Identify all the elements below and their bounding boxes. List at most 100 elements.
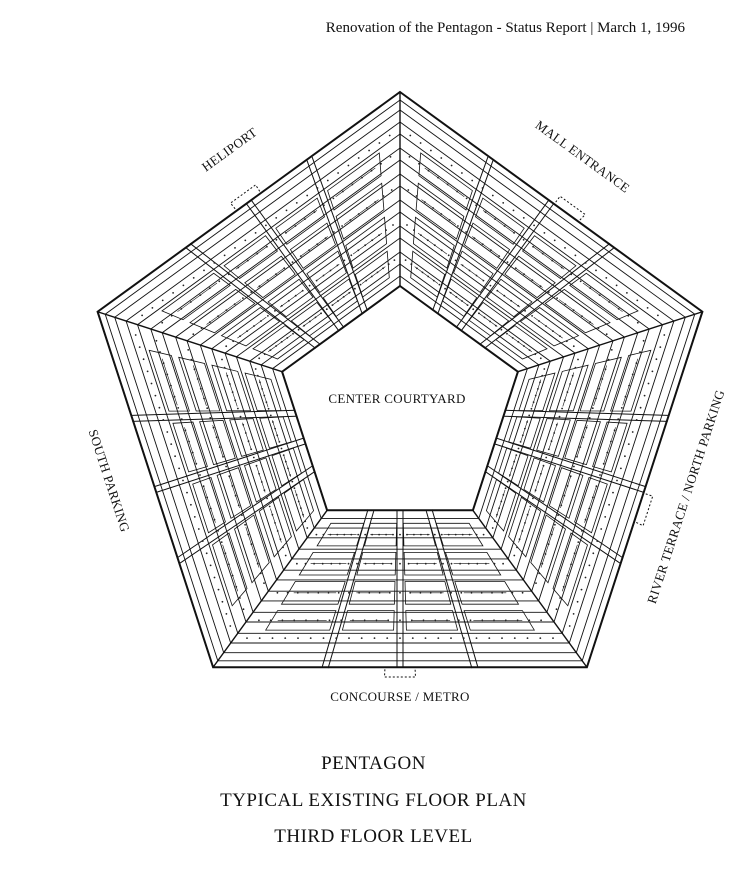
column-dot	[559, 597, 561, 599]
column-dot	[209, 507, 212, 510]
column-dot	[592, 552, 595, 555]
column-dot	[275, 238, 278, 241]
column-dot	[258, 472, 260, 475]
column-dot	[537, 388, 539, 390]
column-dot	[306, 194, 309, 197]
column-dot	[162, 419, 165, 421]
radial-corridor	[327, 511, 375, 669]
column-dot	[190, 358, 193, 361]
column-dot	[283, 267, 286, 269]
column-dot	[173, 395, 176, 398]
column-dot	[484, 211, 487, 214]
column-dot	[646, 307, 649, 309]
column-dot	[212, 426, 215, 429]
column-dot	[602, 462, 605, 465]
column-dot	[242, 608, 245, 611]
column-dot	[566, 391, 569, 393]
column-dot	[503, 294, 506, 297]
light-well	[518, 508, 530, 543]
column-dot	[438, 283, 441, 286]
column-dot	[502, 562, 504, 565]
column-dot	[582, 436, 585, 439]
office-block	[267, 278, 314, 318]
column-dot	[158, 406, 161, 409]
radial-corridor	[460, 203, 555, 331]
column-dot	[274, 310, 276, 312]
column-dot	[180, 418, 183, 420]
column-dot	[434, 619, 437, 622]
column-dot	[229, 383, 231, 385]
office-block	[220, 307, 281, 347]
river-terrace-label: RIVER TERRACE / NORTH PARKING	[644, 388, 727, 606]
column-dot	[588, 417, 591, 419]
light-well	[509, 454, 517, 477]
column-dot	[253, 553, 256, 555]
column-dot	[237, 266, 240, 269]
column-dot	[315, 533, 318, 536]
office-block	[518, 372, 556, 412]
column-dot	[333, 231, 335, 233]
column-dot	[504, 487, 507, 490]
column-dot	[170, 314, 173, 317]
office-block	[252, 325, 305, 360]
light-well	[361, 266, 386, 284]
column-dot	[481, 243, 484, 246]
column-dot	[150, 382, 153, 385]
column-dot	[184, 429, 187, 432]
column-dot	[213, 576, 216, 579]
column-dot	[476, 562, 479, 565]
column-dot	[186, 491, 188, 494]
column-dot	[573, 552, 576, 555]
column-dot	[359, 283, 362, 286]
column-dot	[309, 320, 311, 323]
column-dot	[285, 232, 287, 234]
column-dot	[494, 324, 497, 327]
column-dot	[237, 504, 240, 507]
column-dot	[608, 301, 611, 303]
column-dot	[258, 285, 261, 287]
column-dot	[541, 374, 544, 377]
column-dot	[616, 479, 618, 482]
column-dot	[217, 315, 220, 317]
column-dot	[473, 237, 476, 240]
column-dot	[584, 518, 587, 521]
light-well	[558, 299, 594, 325]
column-dot	[256, 562, 259, 565]
column-dot	[433, 562, 436, 565]
column-dot	[419, 142, 422, 144]
column-dot	[347, 164, 350, 167]
column-dot	[501, 591, 504, 594]
column-dot	[493, 619, 495, 622]
column-dot	[553, 239, 556, 242]
column-dot	[254, 232, 257, 234]
column-dots	[134, 134, 666, 639]
column-dot	[450, 562, 453, 565]
column-dot	[297, 500, 300, 503]
column-dot	[282, 546, 284, 549]
column-dot	[296, 562, 298, 565]
column-dot	[577, 541, 580, 543]
column-dot	[322, 637, 325, 639]
column-dot	[470, 591, 473, 594]
column-dot	[493, 562, 496, 565]
column-dot	[192, 333, 195, 336]
column-dot	[561, 407, 563, 410]
radial-corridor	[487, 465, 624, 559]
column-dot	[409, 591, 412, 594]
column-dot	[331, 304, 334, 306]
column-dot	[390, 562, 393, 565]
column-dot	[559, 335, 561, 337]
light-well	[225, 372, 238, 407]
column-dot	[493, 520, 496, 523]
radial-corridor	[484, 470, 621, 564]
radial-corridor	[132, 409, 296, 416]
column-dot	[352, 619, 354, 622]
column-dot	[460, 591, 463, 594]
column-dot	[294, 225, 297, 227]
column-dot	[475, 533, 478, 536]
column-dot	[357, 157, 360, 159]
column-dot	[341, 225, 343, 227]
column-dot	[480, 591, 483, 594]
column-dot	[569, 475, 572, 478]
